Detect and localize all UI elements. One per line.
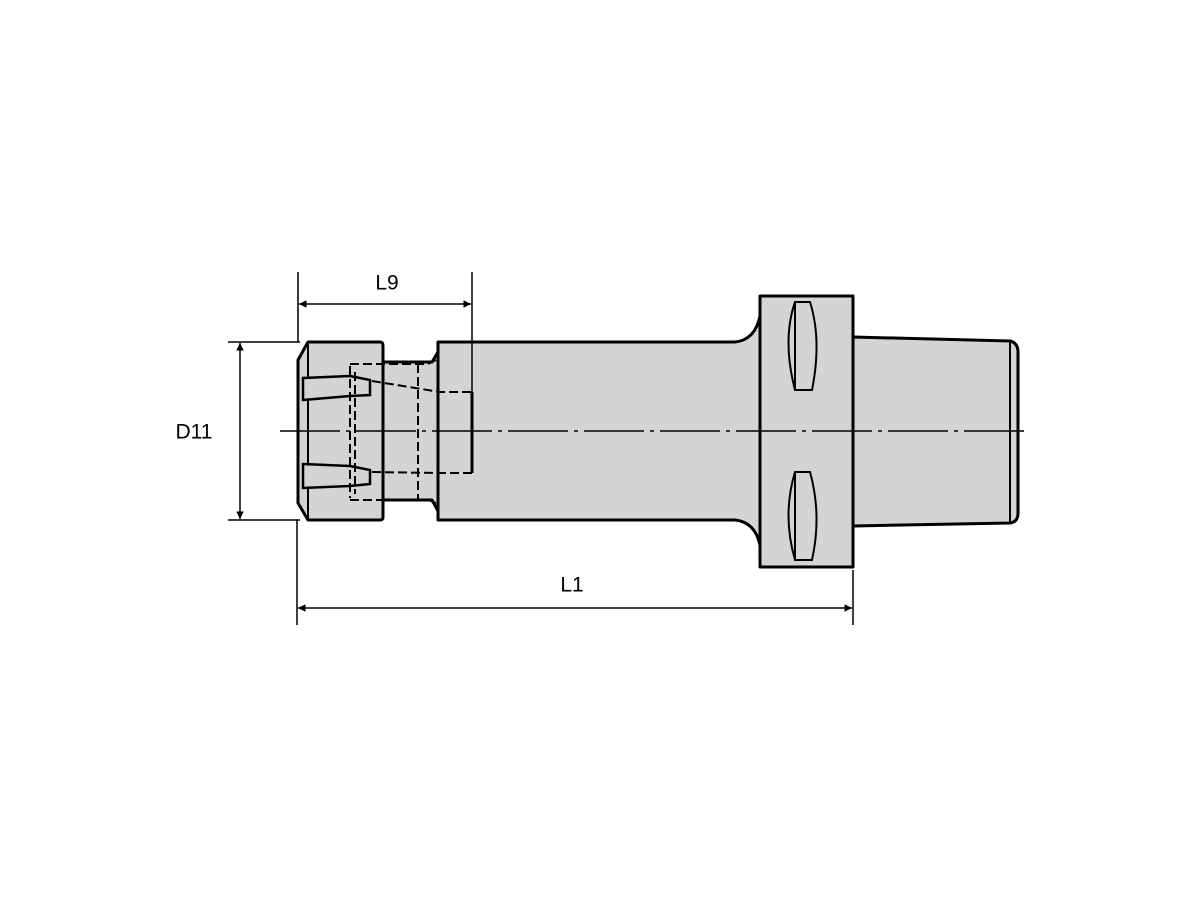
collet-hidden-outline-bottom xyxy=(350,499,437,504)
collet-hidden-outline xyxy=(350,359,437,365)
hidden-lines xyxy=(349,359,472,504)
drive-slots xyxy=(787,301,818,561)
drive-slot-lower xyxy=(787,471,818,561)
collet-slot-upper xyxy=(301,374,372,402)
dimension-lines xyxy=(228,272,854,625)
dimension-label-l1: L1 xyxy=(560,573,584,597)
dimension-label-d11: D11 xyxy=(175,420,213,444)
drive-slot-upper xyxy=(787,301,818,391)
taper-lower xyxy=(371,471,472,474)
taper-upper xyxy=(371,380,472,393)
collet-slot-lower xyxy=(301,462,372,490)
dimension-label-l9: L9 xyxy=(375,271,399,295)
